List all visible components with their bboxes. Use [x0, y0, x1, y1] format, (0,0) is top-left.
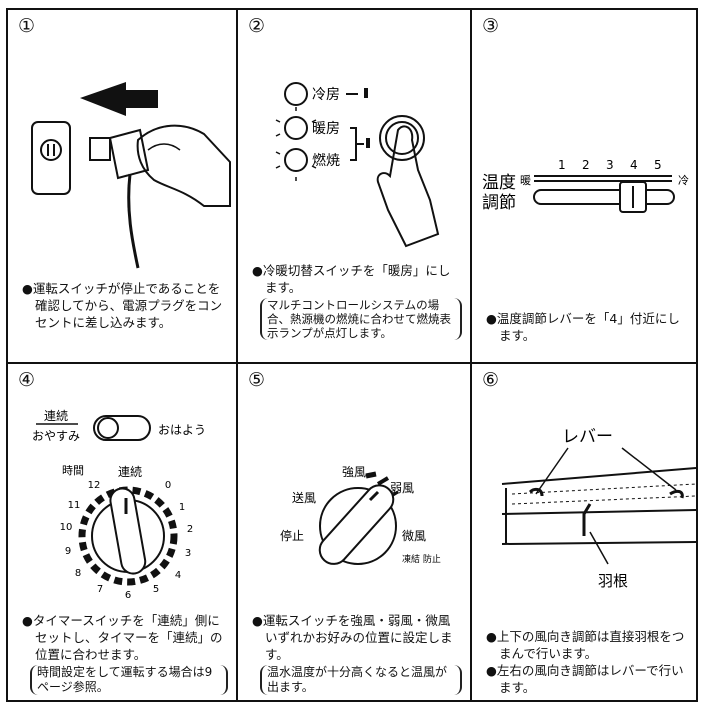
- bullet-text: ●運転スイッチが停止であることを確認してから、電源プラグをコンセントに差し込みま…: [22, 281, 223, 330]
- dial-number: 12: [88, 480, 101, 491]
- dial-number: 9: [65, 546, 71, 557]
- step-number: ④: [18, 369, 36, 391]
- hand-icon: [136, 124, 231, 207]
- panel-2: ② 冷房 暖房: [238, 10, 470, 362]
- cool-label: 冷房: [312, 87, 340, 103]
- title-label: 温度: [482, 173, 516, 193]
- louver-illustration: レバー 羽根: [501, 427, 696, 590]
- strong-label: 強風: [342, 465, 366, 479]
- scale-label: 1: [558, 158, 566, 172]
- finger-icon: [376, 125, 440, 248]
- step-number: ①: [18, 15, 36, 37]
- dial-number: 8: [75, 568, 81, 579]
- cold-label: 冷: [678, 174, 689, 187]
- continuous-label: 連続: [44, 409, 68, 423]
- instruction-grid: ① ●運転スイッチが停止であることを確認してから、電源プラグをコンセントに差し込…: [6, 8, 698, 702]
- timer-switch: [93, 415, 151, 441]
- temperature-lever-illustration: 温度 調節 暖 冷 1 2 3 4 5: [482, 158, 689, 213]
- caption: ●タイマースイッチを「連続」側にセットし、タイマーを「連続」の位置に合わせます。…: [22, 612, 228, 695]
- outlet-icon: [31, 121, 71, 195]
- burn-label: 燃焼: [312, 152, 340, 169]
- note-text: 温水温度が十分高くなると温風が出ます。: [260, 665, 462, 695]
- micro-label: 微風: [402, 529, 426, 543]
- panel-3: ③ 温度 調節 暖 冷 1 2 3 4 5 ●温度調節レバーを「4」付近にします…: [472, 10, 696, 362]
- bullet-text: ●左右の風向き調節はレバーで行います。: [486, 663, 684, 695]
- caption: ●上下の風向き調節は直接羽根をつまんで行います。 ●左右の風向き調節はレバーで行…: [486, 628, 688, 696]
- plug-illustration: [31, 82, 231, 269]
- lever-right: [669, 489, 684, 499]
- dial-number: 0: [165, 480, 171, 491]
- panel-1: ① ●運転スイッチが停止であることを確認してから、電源プラグをコンセントに差し込…: [8, 10, 236, 362]
- fan-label: 送風: [292, 490, 316, 505]
- fan-knob: [318, 484, 395, 565]
- timer-dial: [78, 486, 178, 586]
- stop-label: 停止: [280, 528, 304, 543]
- heat-label: 暖房: [312, 121, 340, 137]
- fan-switch-illustration: 強風 弱風 送風 停止 微風 凍結 防止: [280, 465, 441, 565]
- bullet-text: ●上下の風向き調節は直接羽根をつまんで行います。: [486, 629, 685, 661]
- dial-numbers: 12 0 1 2 3 4 5 6 7 8 9 10 11: [60, 480, 194, 601]
- panel-4: ④ 連続 おやすみ おはよう 時間 連続 12 0 1 2 3 4 5 6: [8, 364, 236, 700]
- ohayou-label: おはよう: [158, 423, 206, 437]
- oyasumi-label: おやすみ: [32, 429, 80, 443]
- vane-icon: [582, 503, 592, 536]
- lever-label: レバー: [562, 427, 613, 447]
- step-number: ⑥: [482, 369, 500, 391]
- arrow-left-icon: [80, 82, 158, 116]
- dial-top-label: 連続: [118, 465, 142, 479]
- freeze-label: 凍結 防止: [402, 553, 441, 565]
- lamp-icon: [284, 82, 308, 106]
- bullet-text: ●運転スイッチを強風・弱風・微風いずれかお好みの位置に設定します。: [252, 613, 453, 662]
- timer-illustration: 連続 おやすみ おはよう 時間 連続 12 0 1 2 3 4 5 6 7 8: [32, 409, 206, 601]
- scale-label: 2: [582, 158, 590, 172]
- bullet-text: ●温度調節レバーを「4」付近にします。: [486, 311, 680, 343]
- switch-illustration: 冷房 暖房 燃焼: [275, 82, 440, 248]
- scale-label: 5: [654, 158, 662, 172]
- caption: ●温度調節レバーを「4」付近にします。: [486, 310, 688, 344]
- caption: ●運転スイッチが停止であることを確認してから、電源プラグをコンセントに差し込みま…: [22, 280, 228, 331]
- divider: [470, 10, 472, 700]
- caption: ●冷暖切替スイッチを「暖房」にします。 マルチコントロールシステムの場合、熱源機…: [252, 262, 462, 341]
- scale-label: 3: [606, 158, 614, 172]
- step-number: ③: [482, 15, 500, 37]
- warm-label: 暖: [520, 174, 531, 187]
- dial-number: 4: [175, 570, 181, 581]
- dial-knob: [109, 487, 147, 575]
- lamp-icon: [284, 148, 308, 172]
- note-text: 時間設定をして運転する場合は9ページ参照。: [30, 665, 228, 695]
- dial-number: 5: [153, 584, 159, 595]
- step-number: ⑤: [248, 369, 266, 391]
- dial-number: 7: [97, 584, 103, 595]
- panel-6: ⑥ レバー 羽根 ●上下の風向き調節は直接羽根: [472, 364, 696, 700]
- switch-button: [379, 115, 425, 161]
- dial-number: 11: [68, 500, 81, 511]
- note-text: マルチコントロールシステムの場合、熱源機の燃焼に合わせて燃焼表示ランプが点灯しま…: [260, 298, 462, 340]
- vane-label: 羽根: [598, 572, 628, 590]
- divider: [8, 362, 696, 364]
- step-number: ②: [248, 15, 266, 37]
- plug-icon: [108, 128, 150, 180]
- lever-left: [528, 487, 544, 497]
- panel-5: ⑤ 強風 弱風 送風 停止 微風 凍結 防止 ●運転スイッチを強風・弱風・微風い…: [238, 364, 470, 700]
- divider: [236, 10, 238, 700]
- scale-label: 4: [630, 158, 638, 172]
- dial-number: 3: [185, 548, 191, 559]
- dial-number: 10: [60, 522, 73, 533]
- dial-number: 1: [179, 502, 185, 513]
- title-label: 調節: [482, 193, 516, 213]
- jikan-label: 時間: [62, 464, 84, 477]
- lamp-icon: [284, 116, 308, 140]
- fan-dial: [319, 487, 397, 565]
- dial-number: 2: [187, 524, 193, 535]
- lever-track: [533, 189, 675, 205]
- dial-number: 6: [125, 590, 131, 601]
- bullet-text: ●タイマースイッチを「連続」側にセットし、タイマーを「連続」の位置に合わせます。: [22, 613, 223, 662]
- bullet-text: ●冷暖切替スイッチを「暖房」にします。: [252, 263, 451, 295]
- caption: ●運転スイッチを強風・弱風・微風いずれかお好みの位置に設定します。 温水温度が十…: [252, 612, 462, 695]
